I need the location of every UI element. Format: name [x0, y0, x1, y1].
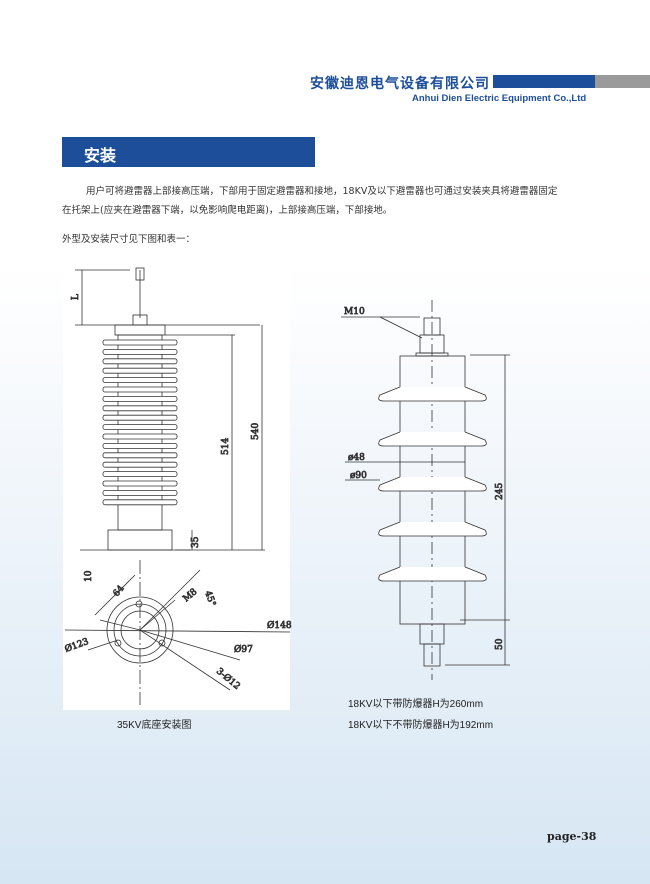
arrester-18kv-elevation	[378, 300, 487, 680]
paragraph-line-2: 在托架上(应夹在避雷器下端，以免影响爬电距离)，上部接高压端，下部接地。	[62, 205, 393, 216]
right-caption-1: 18KV以下带防爆器H为260mm	[348, 699, 484, 710]
page-number: page-38	[547, 830, 597, 843]
dim-35: 35	[191, 536, 201, 548]
dim-97: Ø97	[234, 644, 253, 655]
header-blue-bar	[493, 75, 595, 88]
arrester-35kv-elevation	[75, 267, 265, 551]
company-name-cn: 安徽迪恩电气设备有限公司	[310, 76, 490, 92]
dim-48: ø48	[348, 453, 365, 463]
section-title: 安装	[62, 137, 315, 167]
dim-245: 245	[495, 483, 505, 500]
left-caption: 35KV底座安装图	[117, 720, 192, 731]
dim-514: 514	[221, 438, 231, 455]
dim-holes: 3-Ø12	[214, 666, 242, 692]
company-name-en: Anhui Dien Electric Equipment Co.,Ltd	[412, 93, 587, 104]
right-caption-2: 18KV以下不带防爆器H为192mm	[348, 720, 494, 731]
base-plan-view	[64, 560, 291, 705]
header-gray-bar	[595, 75, 650, 88]
dim-10: 10	[84, 570, 94, 582]
paragraph-dimensions-note: 外型及安装尺寸见下图和表一：	[62, 234, 196, 245]
dim-M10: M10	[344, 307, 365, 317]
dim-540: 540	[251, 423, 261, 440]
paragraph-line-1: 用户可将避雷器上部接高压端，下部用于固定避雷器和接地，18KV及以下避雷器也可通…	[86, 186, 558, 197]
dim-L: L	[71, 294, 81, 300]
dim-90: ø90	[350, 471, 367, 481]
dim-M8: M8	[182, 587, 200, 604]
dim-50: 50	[495, 638, 505, 650]
dim-148: Ø148	[267, 620, 292, 631]
dim-123: Ø123	[63, 636, 90, 655]
dim-45-degree: 45°	[202, 590, 217, 608]
